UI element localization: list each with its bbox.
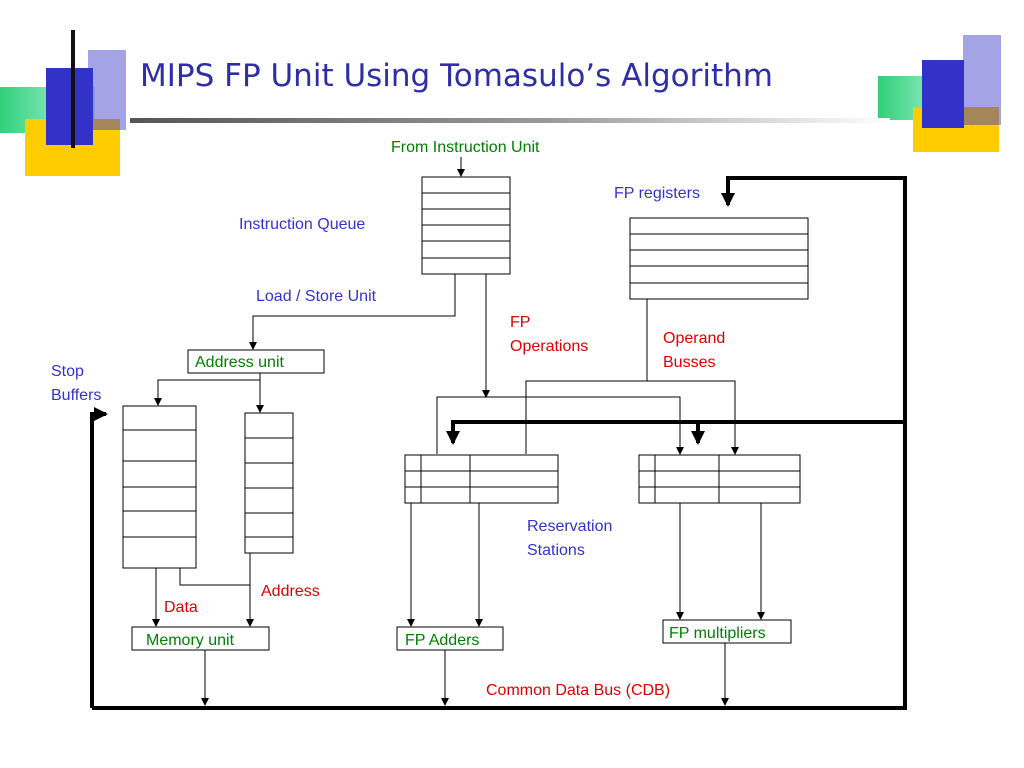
store-buffers — [122, 405, 197, 569]
common-data-bus — [90, 176, 907, 710]
data-label: Data — [164, 599, 198, 616]
operand-busses-label-line2: Busses — [663, 354, 715, 371]
fp-register-file — [629, 217, 809, 300]
thin-connectors — [152, 274, 765, 706]
store-buffers-label-line2: Buffers — [51, 387, 101, 404]
address-unit-box — [187, 349, 325, 374]
instruction-queue — [421, 176, 511, 275]
load-store-unit-label: Load / Store Unit — [256, 288, 377, 305]
fp-multipliers-label: FP multipliers — [669, 625, 766, 642]
slide-title: MIPS FP Unit Using Tomasulo’s Algorithm — [140, 58, 773, 94]
operand-busses-label-line1: Operand — [663, 330, 725, 347]
store-buffers-label-line1: Stop — [51, 363, 84, 380]
common-data-bus-label: Common Data Bus (CDB) — [486, 682, 670, 699]
address-unit-label: Address unit — [195, 354, 284, 371]
left-corner-decoration — [0, 30, 126, 176]
multiplier-reservation-stations — [638, 454, 801, 504]
reservation-stations-label-line2: Stations — [527, 542, 585, 559]
fp-adders-box — [396, 626, 504, 651]
title-underline — [130, 118, 890, 123]
reservation-stations-label-line1: Reservation — [527, 518, 612, 535]
address-label: Address — [261, 583, 320, 600]
fp-operations-label-line1: FP — [510, 314, 530, 331]
instruction-queue-label: Instruction Queue — [239, 216, 365, 233]
right-corner-decoration — [878, 35, 1001, 152]
fp-registers-label: FP registers — [614, 185, 700, 202]
fp-multipliers-box — [662, 619, 792, 644]
load-buffers — [244, 412, 294, 554]
memory-unit-label: Memory unit — [146, 632, 235, 649]
fp-operations-label-line2: Operations — [510, 338, 588, 355]
adder-reservation-stations — [404, 454, 559, 504]
from-instruction-unit-label: From Instruction Unit — [391, 139, 540, 156]
fp-adders-label: FP Adders — [405, 632, 479, 649]
memory-unit-box — [131, 626, 270, 651]
